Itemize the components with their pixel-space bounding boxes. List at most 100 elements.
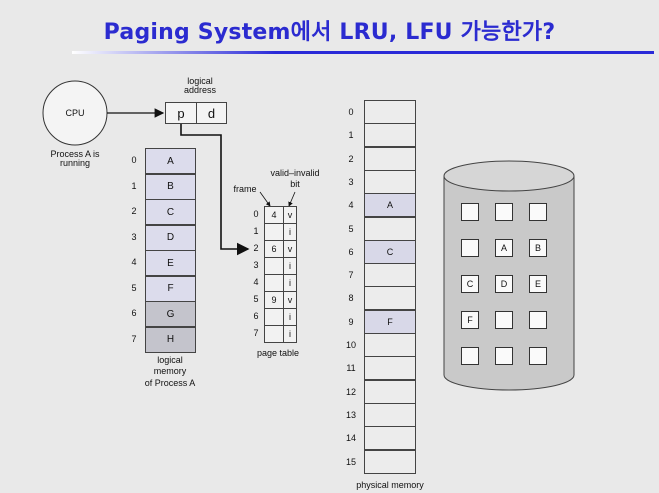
page-table-bit-cell: i: [283, 274, 297, 292]
frame-index: 9: [348, 316, 354, 327]
page-table-caption: page table: [256, 348, 300, 358]
logical-page-index: 1: [131, 180, 137, 191]
frame-index: 1: [348, 130, 354, 141]
cpu-caption: Process A is running: [50, 149, 100, 168]
logical-page-cell: E: [145, 250, 196, 276]
frame-label: frame: [233, 184, 257, 194]
disk-block: [495, 311, 513, 329]
page-table-index: 5: [253, 294, 259, 304]
logical-memory-caption-3: of Process A: [144, 378, 196, 388]
physical-frame-cell: [364, 449, 416, 474]
logical-memory-caption-1: logical: [157, 355, 183, 365]
logical-page-cell: G: [145, 301, 196, 327]
physical-frame-cell: [364, 286, 416, 311]
frame-pointer-line: [259, 191, 271, 207]
disk-block: [529, 311, 547, 329]
physical-frame-cell: [364, 216, 416, 241]
title-underline: [72, 51, 654, 54]
page-table-bit-cell: i: [283, 325, 297, 343]
physical-frame-cell: [364, 263, 416, 288]
disk-block: [495, 203, 513, 221]
physical-frame-cell: F: [364, 309, 416, 334]
page-table-index: 0: [253, 209, 259, 219]
page-table-frame-cell: [264, 325, 284, 343]
page-table-index: 2: [253, 243, 259, 253]
frame-index: 2: [348, 153, 354, 164]
page-table-bit-cell: v: [283, 240, 297, 258]
disk-block: [461, 347, 479, 365]
page-table-bit-cell: v: [283, 291, 297, 309]
logical-page-cell: B: [145, 173, 196, 200]
frame-index: 5: [348, 223, 354, 234]
address-p-field: p: [165, 102, 197, 124]
cpu-label: CPU: [65, 108, 85, 118]
page-table-frame-cell: 4: [264, 206, 284, 224]
frame-index: 7: [348, 270, 354, 281]
disk-block: [529, 347, 547, 365]
logical-memory-caption-2: memory: [153, 366, 187, 376]
address-d-field: d: [196, 102, 227, 124]
physical-frame-cell: C: [364, 239, 416, 264]
page-table-frame-cell: [264, 274, 284, 292]
page-table-bit-cell: i: [283, 257, 297, 275]
page-table-bit-cell: i: [283, 223, 297, 241]
frame-index: 4: [348, 200, 354, 211]
page-table-bit-cell: i: [283, 308, 297, 326]
physical-frame-cell: [364, 402, 416, 427]
disk-block: [461, 239, 479, 257]
frame-index: 6: [348, 246, 354, 257]
logical-page-index: 6: [131, 308, 137, 318]
logical-page-cell: F: [145, 275, 196, 302]
logical-page-index: 5: [131, 282, 137, 293]
disk-block: F: [461, 311, 479, 329]
page-index-arrow: [180, 124, 250, 256]
page-table-frame-cell: [264, 223, 284, 241]
disk-block: [461, 203, 479, 221]
logical-page-index: 3: [131, 231, 137, 242]
page-table-frame-cell: 6: [264, 240, 284, 258]
logical-page-cell: A: [145, 148, 196, 174]
disk-top: [443, 160, 575, 192]
physical-frame-cell: [364, 100, 416, 124]
disk-block: B: [529, 239, 547, 257]
logical-page-cell: D: [145, 224, 196, 251]
page-table-frame-cell: [264, 257, 284, 275]
physical-frame-cell: [364, 426, 416, 451]
page-table-index: 4: [253, 277, 259, 287]
logical-page-cell: C: [145, 199, 196, 225]
page-table-index: 6: [253, 311, 259, 321]
logical-page-cell: H: [145, 326, 196, 353]
frame-index: 3: [348, 176, 354, 187]
page-table-frame-cell: [264, 308, 284, 326]
logical-page-index: 7: [131, 333, 137, 344]
bit-pointer-line: [288, 191, 296, 207]
logical-page-index: 4: [131, 257, 137, 267]
page-table-index: 3: [253, 260, 259, 270]
valid-invalid-label-2: bit: [290, 179, 300, 189]
physical-frame-cell: [364, 146, 416, 171]
disk-block: [495, 347, 513, 365]
page-table-index: 7: [253, 328, 259, 338]
disk-block: E: [529, 275, 547, 293]
frame-index: 8: [348, 293, 354, 304]
frame-index: 11: [346, 363, 356, 374]
valid-invalid-label-1: valid–invalid: [270, 168, 320, 178]
disk-block: D: [495, 275, 513, 293]
disk-block: A: [495, 239, 513, 257]
disk-block: C: [461, 275, 479, 293]
physical-frame-cell: [364, 379, 416, 404]
disk-block: [529, 203, 547, 221]
frame-index: 15: [345, 456, 356, 467]
frame-index: 12: [345, 386, 356, 397]
physical-frame-cell: [364, 356, 416, 381]
page-table-bit-cell: v: [283, 206, 297, 224]
slide-title: Paging System에서 LRU, LFU 가능한가?: [103, 20, 556, 45]
physical-frame-cell: [364, 169, 416, 194]
frame-index: 13: [345, 409, 356, 420]
physical-frame-cell: [364, 333, 416, 357]
physical-frame-cell: [364, 123, 416, 148]
page-table-index: 1: [253, 226, 259, 236]
physical-frame-cell: A: [364, 193, 416, 218]
logical-address-label: logical address: [183, 76, 217, 95]
